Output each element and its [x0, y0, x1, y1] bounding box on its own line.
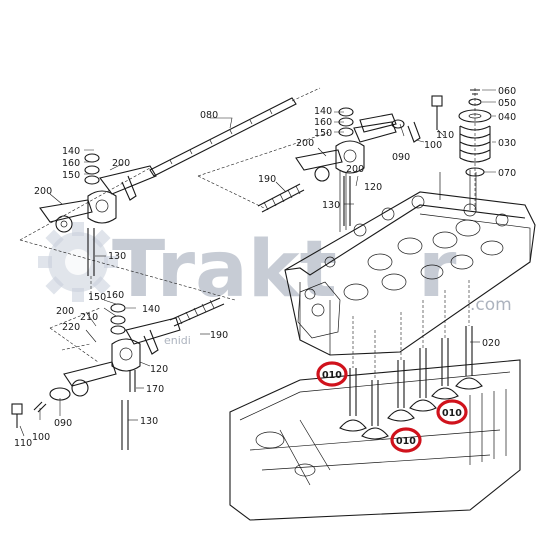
- watermark-subtitle: enidi: [164, 334, 191, 347]
- watermark: Trakt r .com enidi: [38, 222, 512, 347]
- part-label-030: 030: [498, 138, 516, 149]
- part-label-110: 110: [14, 438, 32, 449]
- part-label-080: 080: [200, 110, 218, 121]
- part-label-020: 020: [482, 338, 500, 349]
- watermark-brand-tail: r: [418, 225, 457, 315]
- part-label-120: 120: [150, 364, 168, 375]
- leader-lines: [19, 89, 496, 437]
- callout-010-bottom: 010: [390, 427, 422, 453]
- rocker-assembly-right: [359, 95, 443, 143]
- part-label-010: 010: [396, 436, 416, 447]
- part-label-190: 190: [210, 330, 228, 341]
- part-number-labels: 080 140 160 150 200 200 130 140 160 150 …: [14, 86, 516, 449]
- valves: [339, 280, 483, 440]
- rocker-assembly-upper-mid: [197, 107, 397, 226]
- part-label-150: 150: [314, 128, 332, 139]
- valve-spring-group: [458, 88, 492, 210]
- part-label-100: 100: [424, 140, 442, 151]
- rocker-assembly-lower-left: [11, 297, 225, 450]
- part-label-190: 190: [258, 174, 276, 185]
- part-label-140: 140: [62, 146, 80, 157]
- part-label-010: 010: [442, 408, 462, 419]
- part-label-170: 170: [146, 384, 164, 395]
- part-label-200: 200: [346, 164, 364, 175]
- part-label-220: 220: [62, 322, 80, 333]
- part-label-160: 160: [314, 117, 332, 128]
- part-label-090: 090: [392, 152, 410, 163]
- part-label-140: 140: [314, 106, 332, 117]
- part-label-110: 110: [436, 130, 454, 141]
- part-label-200: 200: [296, 138, 314, 149]
- gear-icon: [38, 222, 118, 302]
- part-label-160: 160: [62, 158, 80, 169]
- highlighted-callouts: 010 010 010: [316, 361, 468, 453]
- part-label-100: 100: [32, 432, 50, 443]
- callout-010-right: 010: [436, 399, 468, 425]
- part-label-150: 150: [62, 170, 80, 181]
- part-label-010: 010: [322, 370, 342, 381]
- part-label-120: 120: [364, 182, 382, 193]
- part-label-210: 210: [80, 312, 98, 323]
- callout-010-left: 010: [316, 361, 348, 387]
- part-label-050: 050: [498, 98, 516, 109]
- part-label-140: 140: [142, 304, 160, 315]
- part-label-070: 070: [498, 168, 516, 179]
- rocker-shaft: [149, 87, 321, 177]
- part-label-160: 160: [106, 290, 124, 301]
- part-label-150: 150: [88, 292, 106, 303]
- part-label-200: 200: [34, 186, 52, 197]
- part-label-130: 130: [140, 416, 158, 427]
- part-label-060: 060: [498, 86, 516, 97]
- part-label-130: 130: [322, 200, 340, 211]
- part-label-130: 130: [108, 251, 126, 262]
- cylinder-head: [284, 170, 536, 356]
- part-label-090: 090: [54, 418, 72, 429]
- engine-block: [229, 359, 521, 521]
- part-label-040: 040: [498, 112, 516, 123]
- part-label-200: 200: [56, 306, 74, 317]
- part-label-200: 200: [112, 158, 130, 169]
- rocker-assembly-upper-left: [19, 153, 236, 301]
- watermark-domain: .com: [470, 295, 512, 315]
